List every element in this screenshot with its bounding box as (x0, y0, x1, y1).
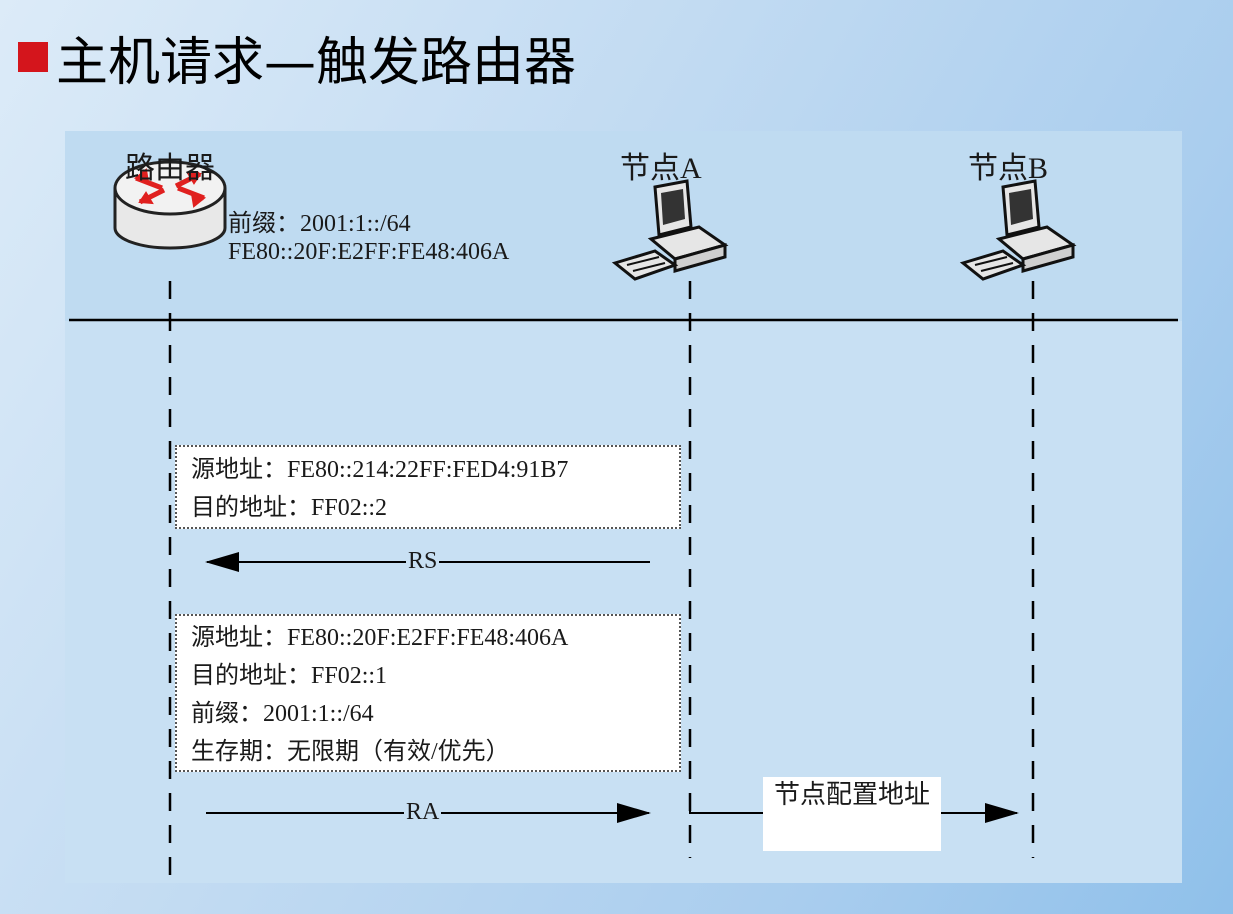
diagram-lines (69, 160, 1178, 883)
ra-source-address: 源地址：FE80::20F:E2FF:FE48:406A (191, 625, 569, 651)
router-icon (113, 160, 227, 250)
title-bullet-icon (18, 42, 48, 72)
router-prefix: 前缀：2001:1::/64 (228, 211, 411, 237)
ra-prefix: 前缀：2001:1::/64 (191, 701, 374, 727)
ra-message-box: 源地址：FE80::20F:E2FF:FE48:406A 目的地址：FF02::… (175, 614, 681, 772)
title-text: 主机请求—触发路由器 (56, 32, 577, 93)
computer-icon (959, 179, 1077, 281)
node-a-label: 节点A (620, 152, 702, 185)
node-config-address-label: 节点配置地址 (773, 780, 930, 809)
page-title: 主机请求—触发路由器 (18, 22, 577, 93)
rs-destination-address: 目的地址：FF02::2 (191, 495, 388, 521)
router-link-local: FE80::20F:E2FF:FE48:406A (228, 239, 510, 265)
ra-lifetime: 生存期：无限期（有效/优先） (191, 739, 510, 765)
router-label: 路由器 (125, 152, 215, 185)
node-config-address-box: 节点配置地址 (763, 777, 941, 851)
rs-message-box: 源地址：FE80::214:22FF:FED4:91B7 目的地址：FF02::… (175, 445, 681, 529)
node-b-label: 节点B (968, 152, 1049, 185)
ra-destination-address: 目的地址：FF02::1 (191, 663, 388, 689)
computer-icon (611, 179, 729, 281)
rs-label: RS (406, 547, 440, 575)
ra-label: RA (404, 798, 442, 826)
diagram-panel: 路由器 节点A 节点B 前缀：2001:1::/64 FE80::20F:E2F… (65, 131, 1182, 883)
rs-source-address: 源地址：FE80::214:22FF:FED4:91B7 (191, 457, 569, 483)
network-area (65, 131, 1182, 321)
